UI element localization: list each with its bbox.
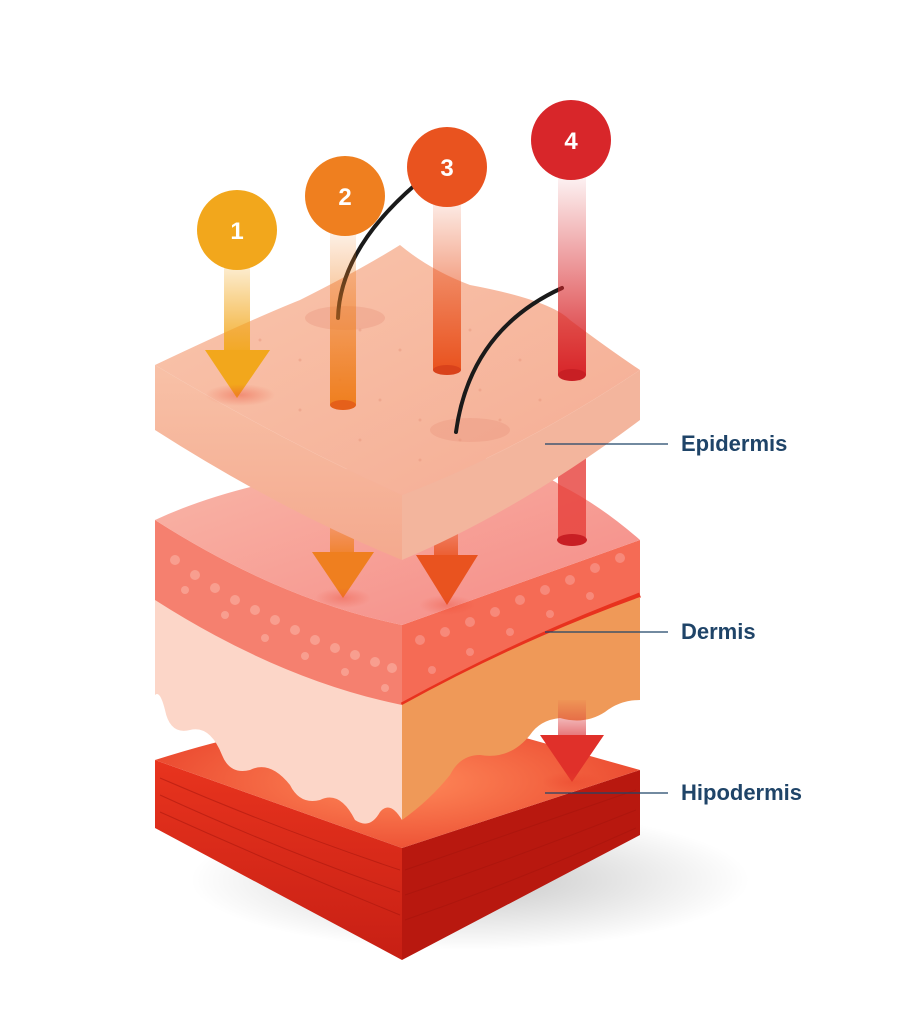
hair-strand [454, 286, 564, 434]
dermis-label: Dermis [681, 619, 756, 644]
marker-2: 2 [305, 156, 385, 236]
marker-2-number: 2 [338, 184, 351, 211]
marker-1-number: 1 [230, 218, 243, 245]
marker-4-number: 4 [564, 128, 578, 155]
marker-1: 1 [197, 190, 277, 270]
epidermis-label: Epidermis [681, 431, 788, 456]
beam-2 [330, 230, 356, 410]
marker-3: 3 [407, 127, 487, 207]
marker-4: 4 [531, 100, 611, 180]
beam-4 [558, 175, 586, 381]
hipodermis-label: Hipodermis [681, 780, 803, 805]
epidermis-layer [155, 245, 640, 560]
beam-1 [205, 260, 275, 406]
beam-3 [433, 200, 461, 375]
marker-3-number: 3 [440, 155, 453, 182]
